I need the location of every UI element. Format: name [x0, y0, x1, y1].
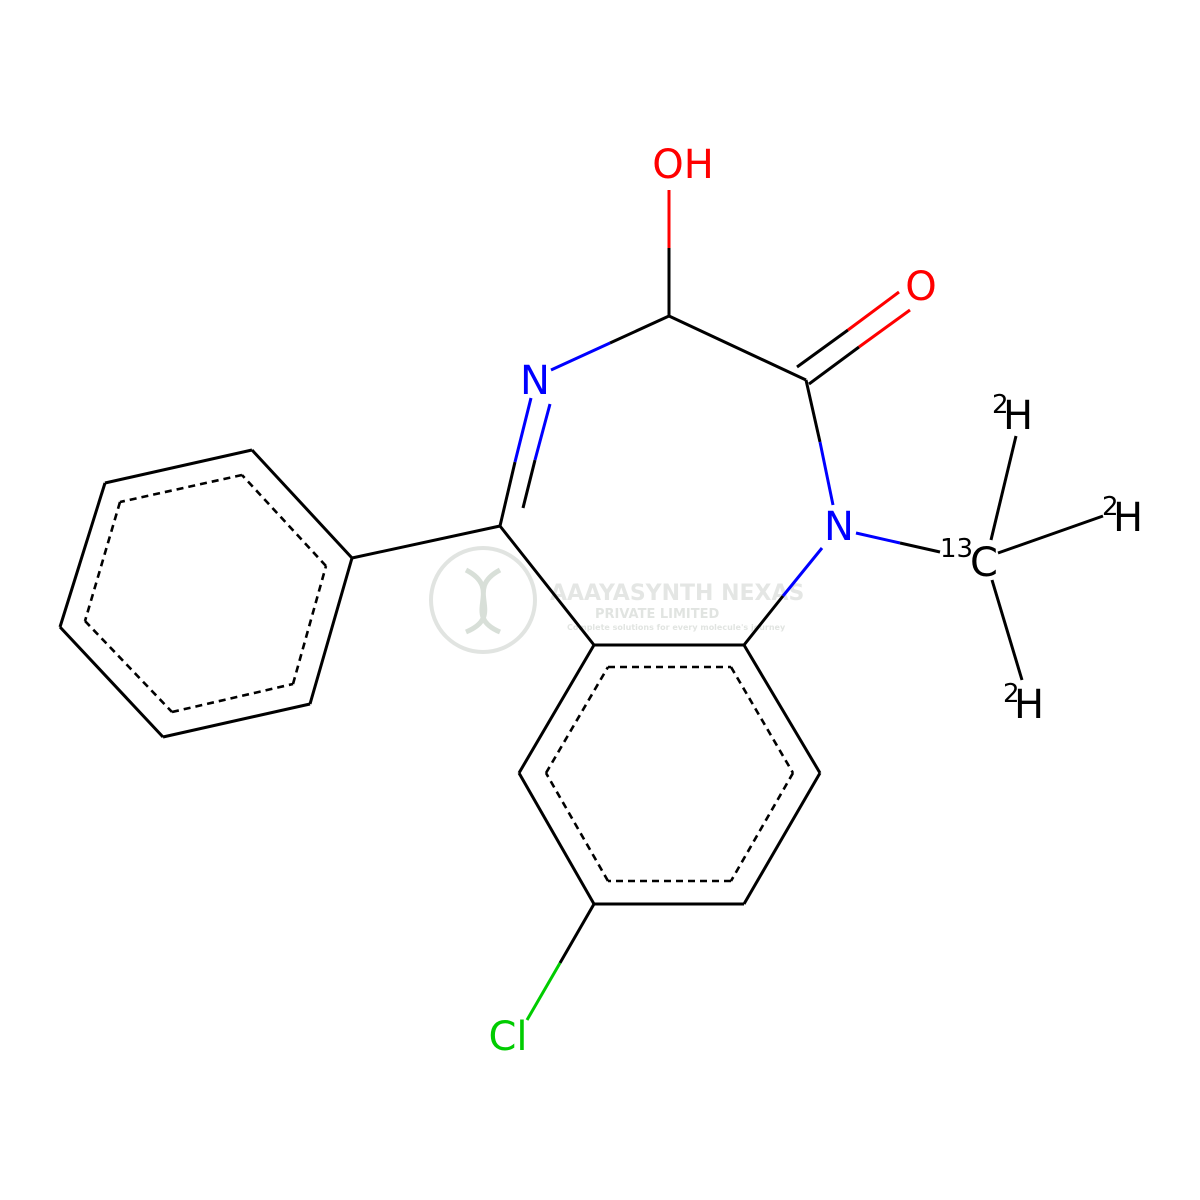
phenyl-ring [58, 448, 354, 739]
watermark-logo-icon [429, 546, 537, 654]
hydroxyl-label: OH [652, 142, 714, 188]
carbonyl-oxygen-label: O [905, 264, 936, 310]
watermark: AAAYASYNTH NEXAS PRIVATE LIMITED Complet… [429, 546, 804, 654]
watermark-dna-icon [464, 567, 502, 635]
watermark-company: AAAYASYNTH NEXAS [550, 581, 804, 606]
deuterium2-mass-label: 2 [1102, 492, 1119, 522]
benzo-ring [517, 643, 822, 906]
chlorine-label: Cl [488, 1014, 527, 1060]
carbon13-symbol-label: C [970, 540, 998, 586]
amide-nitrogen-label: N [824, 504, 854, 550]
diazepine-ring [351, 190, 1104, 1021]
deuterium3-symbol-label: H [1014, 682, 1044, 728]
deuterium1-mass-label: 2 [992, 390, 1009, 420]
carbon13-mass-label: 13 [940, 534, 973, 564]
watermark-subtitle: PRIVATE LIMITED [595, 607, 720, 622]
deuterium1-symbol-label: H [1003, 393, 1033, 439]
imine-nitrogen-label: N [520, 358, 550, 404]
deuterium2-symbol-label: H [1113, 495, 1143, 541]
watermark-tagline: Complete solutions for every molecule's … [567, 623, 786, 632]
atom-labels: OH O N N Cl 13 C 2 H 2 H 2 H [488, 142, 1143, 1060]
deuterium3-mass-label: 2 [1003, 679, 1020, 709]
